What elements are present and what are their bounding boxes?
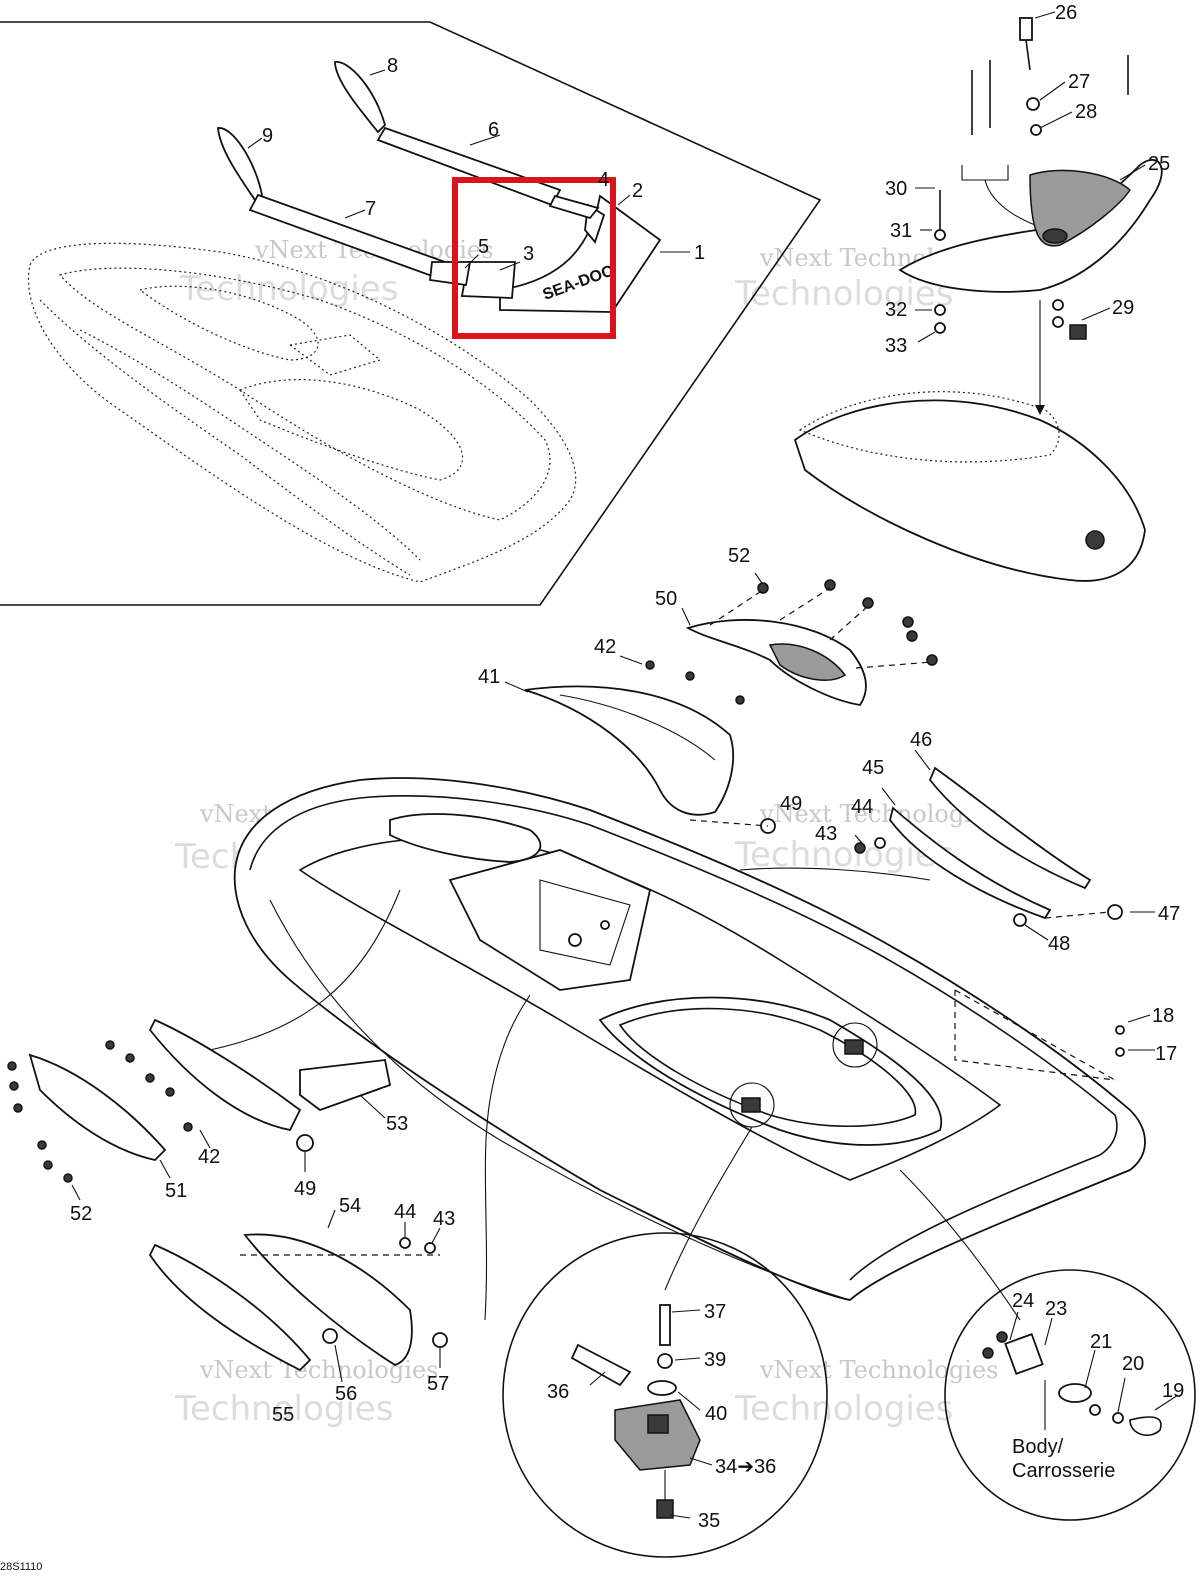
inset-top-view [0, 21, 822, 606]
callout-40: 40 [705, 1403, 727, 1425]
detail-bumper [502, 1232, 828, 1558]
callout-17: 17 [1155, 1043, 1177, 1065]
callout-39: 39 [704, 1349, 726, 1371]
callout-24: 24 [1012, 1290, 1034, 1312]
watermark: Technologies [179, 269, 398, 309]
callout-49b: 49 [294, 1178, 316, 1200]
callout-21: 21 [1090, 1331, 1112, 1353]
callout-7: 7 [365, 198, 376, 220]
callout-23: 23 [1045, 1298, 1067, 1320]
callout-57: 57 [427, 1373, 449, 1395]
callout-51: 51 [165, 1180, 187, 1202]
watermark: vNext Technologies [759, 1356, 998, 1384]
callout-30: 30 [885, 178, 907, 200]
callout-1: 1 [694, 242, 705, 264]
leader-lines [71, 11, 1179, 1519]
callout-35: 35 [698, 1510, 720, 1532]
callout-44: 44 [851, 796, 873, 818]
callout-46: 46 [910, 729, 932, 751]
callout-42b: 42 [198, 1146, 220, 1168]
callout-8: 8 [387, 55, 398, 77]
callout-20: 20 [1122, 1353, 1144, 1375]
callout-53: 53 [386, 1113, 408, 1135]
main-hull [209, 777, 1146, 1321]
callout-49: 49 [780, 793, 802, 815]
callout-19: 19 [1162, 1380, 1184, 1402]
body-label-line2: Carrosserie [1012, 1460, 1115, 1482]
callout-4: 4 [598, 169, 609, 191]
rear-deck-mats: SEA-DOO [217, 61, 662, 313]
callout-3: 3 [523, 243, 534, 265]
callout-47: 47 [1158, 903, 1180, 925]
callout-44b: 44 [394, 1201, 416, 1223]
callout-18: 18 [1152, 1005, 1174, 1027]
figure-code: 28S1110 [0, 1561, 42, 1573]
grab-handle-assembly [793, 17, 1163, 582]
body-label-line1: Body/ [1012, 1436, 1064, 1458]
callout-43b: 43 [433, 1208, 455, 1230]
callout-5: 5 [478, 236, 489, 258]
callout-54: 54 [339, 1195, 361, 1217]
callout-34-36: 34➔36 [715, 1456, 776, 1478]
callout-37: 37 [704, 1301, 726, 1323]
callout-28: 28 [1075, 101, 1097, 123]
fasteners [7, 579, 1125, 1348]
callout-50: 50 [655, 588, 677, 610]
callout-6: 6 [488, 119, 499, 141]
callout-52: 52 [728, 545, 750, 567]
watermark: Technologies [734, 274, 953, 314]
callout-29: 29 [1112, 297, 1134, 319]
highlight-box [452, 177, 616, 339]
callout-43: 43 [815, 823, 837, 845]
callout-55: 55 [272, 1404, 294, 1426]
callout-9: 9 [262, 125, 273, 147]
callout-56: 56 [335, 1383, 357, 1405]
callout-45: 45 [862, 757, 884, 779]
callout-31: 31 [890, 220, 912, 242]
callout-42: 42 [594, 636, 616, 658]
callout-32: 32 [885, 299, 907, 321]
callout-48: 48 [1048, 933, 1070, 955]
callout-25: 25 [1148, 153, 1170, 175]
callout-33: 33 [885, 335, 907, 357]
callout-26: 26 [1055, 2, 1077, 24]
callout-2: 2 [632, 180, 643, 202]
callout-52b: 52 [70, 1203, 92, 1225]
detail-eyelet [944, 1269, 1196, 1521]
side-panels [7, 579, 1125, 1372]
callout-27: 27 [1068, 71, 1090, 93]
callout-36: 36 [547, 1381, 569, 1403]
watermark: Technologies [734, 1389, 953, 1429]
callout-41: 41 [478, 666, 500, 688]
watermark: Technologies [174, 1389, 393, 1429]
